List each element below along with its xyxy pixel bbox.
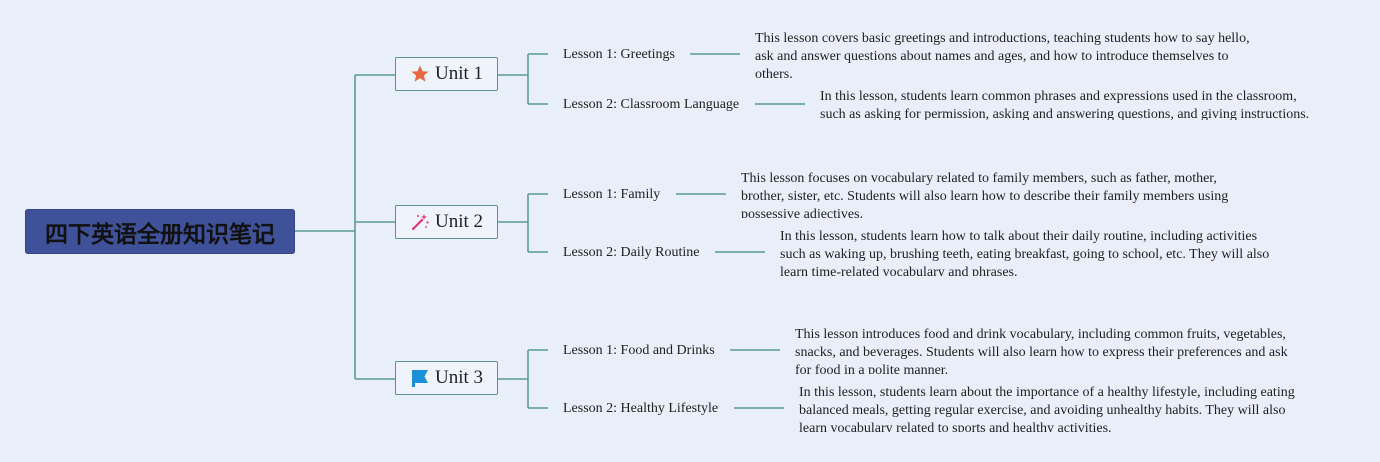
unit-2-lesson-1-description: This lesson focuses on vocabulary relate… xyxy=(741,171,1229,218)
unit-1-node[interactable]: Unit 1 xyxy=(395,57,498,91)
magic-wand-icon xyxy=(411,214,429,231)
unit-1-lesson-2[interactable]: Lesson 2: Classroom Language xyxy=(563,97,740,112)
unit-2-label: Unit 2 xyxy=(434,211,484,232)
unit-1-lesson-1-description: This lesson covers basic greetings and i… xyxy=(755,31,1250,78)
unit-2-lesson-1[interactable]: Lesson 1: Family xyxy=(563,187,661,202)
unit-3-lesson-1-description: This lesson introduces food and drink vo… xyxy=(795,327,1288,374)
unit-2-lesson-2-description: In this lesson, students learn how to ta… xyxy=(780,229,1270,276)
flag-icon xyxy=(411,370,428,387)
root-topic[interactable]: 四下英语全册知识笔记 xyxy=(25,209,295,254)
unit-1-lesson-1[interactable]: Lesson 1: Greetings xyxy=(563,47,675,62)
unit-3-label: Unit 3 xyxy=(434,367,484,388)
star-icon xyxy=(411,65,429,82)
unit-3-lesson-1[interactable]: Lesson 1: Food and Drinks xyxy=(563,343,715,358)
unit-3-node[interactable]: Unit 3 xyxy=(395,361,498,395)
unit-1-label: Unit 1 xyxy=(434,63,484,84)
unit-3-lesson-2[interactable]: Lesson 2: Healthy Lifestyle xyxy=(563,401,719,416)
root-title: 四下英语全册知识笔记 xyxy=(45,221,275,248)
unit-3-lesson-2-description: In this lesson, students learn about the… xyxy=(799,385,1295,432)
unit-2-node[interactable]: Unit 2 xyxy=(395,205,498,239)
unit-1-lesson-2-description: In this lesson, students learn common ph… xyxy=(820,89,1310,120)
unit-2-lesson-2[interactable]: Lesson 2: Daily Routine xyxy=(563,245,700,260)
